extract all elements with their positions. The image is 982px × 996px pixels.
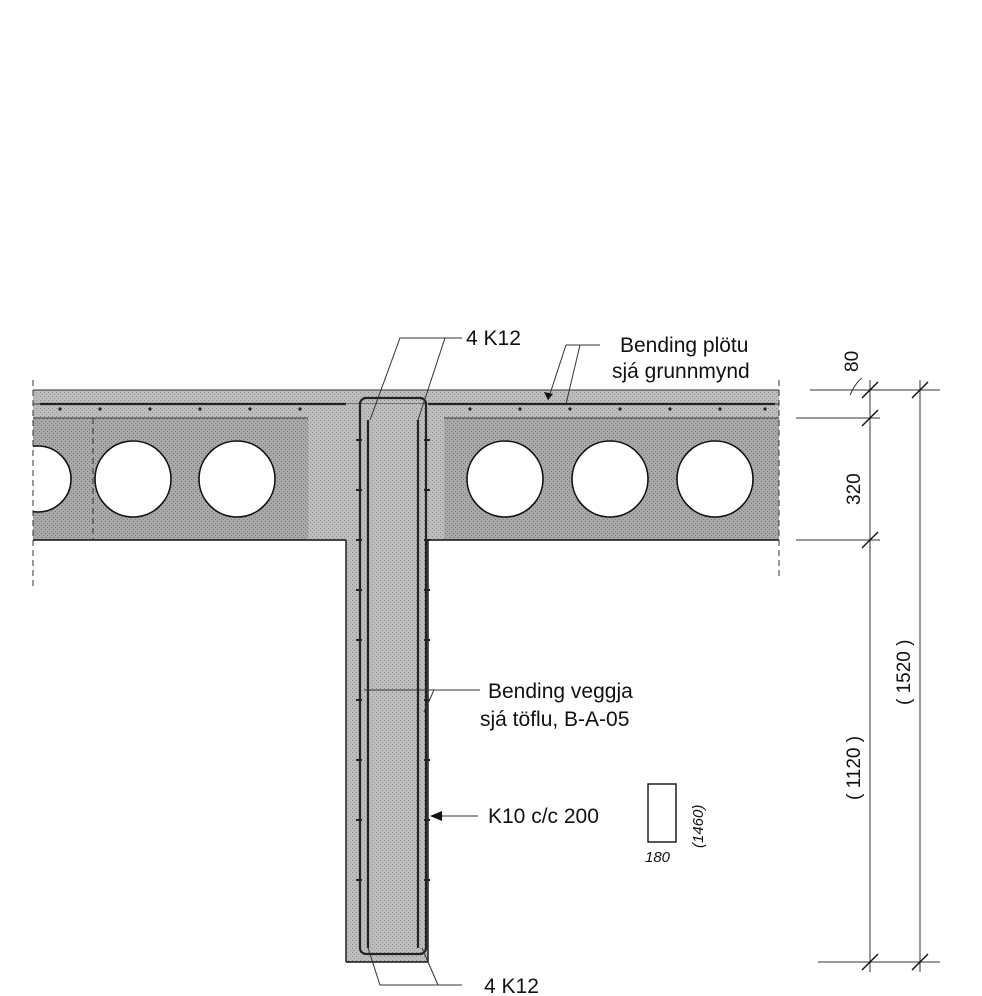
hollow-core [198,440,276,518]
bottom-rebar-label: 4 K12 [484,975,539,996]
wall [345,396,430,963]
slab-bending-label: Bending plötu [620,334,748,357]
dim-slab-depth: 320 [844,473,865,505]
hollow-core [571,440,649,518]
dim-topping: 80 [842,351,863,372]
dim-wall-height: ( 1120 ) [844,736,865,800]
hollow-core [676,440,754,518]
leaders [366,337,600,986]
hollow-core [94,440,172,518]
dim-total-height: ( 1520 ) [894,640,915,705]
hollow-core [466,440,544,518]
top-rebar-label: 4 K12 [466,327,521,350]
wall-stirrup [358,396,428,956]
wall-bending-label: Bending veggja [488,680,633,703]
wall-bending-note: sjá töflu, B-A-05 [480,708,629,731]
dimension-lines [796,377,940,972]
slab-bending-note: sjá grunnmynd [612,360,750,383]
slab [0,380,780,590]
stirrup-shape [647,783,677,843]
stirrup-label: K10 c/c 200 [488,805,599,828]
stirrup-width: 180 [645,849,671,866]
stirrup-height: (1460) [690,805,707,848]
wall-concrete [346,404,428,962]
